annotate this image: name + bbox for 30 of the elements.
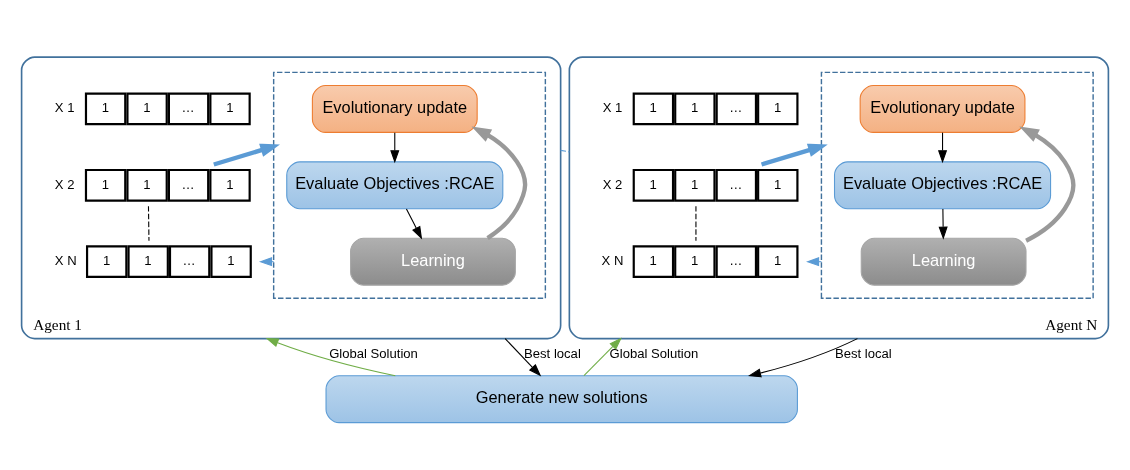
node-label: X N [54, 252, 77, 268]
node-label: X 2 [54, 176, 75, 192]
arrow [504, 337, 542, 377]
node-box: Evolutionary update [311, 84, 478, 133]
edge-label: Best local [524, 345, 581, 361]
arrow [1019, 125, 1076, 243]
edge-label: Global Solution [609, 345, 699, 361]
arrow [259, 256, 275, 266]
connector [560, 149, 570, 152]
node-box: Learning [350, 237, 516, 286]
arrow [748, 337, 858, 377]
node-label: X 1 [602, 99, 623, 115]
arrow [583, 336, 622, 376]
arrow [405, 208, 423, 240]
arrow [938, 208, 948, 240]
node-box: Evolutionary update [859, 84, 1026, 133]
arrow [471, 125, 528, 240]
node-box: Generate new solutions [325, 374, 798, 423]
node-box: Evaluate Objectives :RCAE [833, 160, 1052, 209]
node-box: Learning [860, 237, 1027, 286]
node-label: X 2 [602, 176, 623, 192]
arrow [213, 143, 280, 167]
connector [147, 205, 150, 241]
arrow [760, 143, 828, 167]
node-label: X 1 [54, 99, 75, 115]
edge-label: Best local [835, 345, 892, 361]
node-box: Evaluate Objectives :RCAE [286, 160, 504, 209]
node-label: X N [601, 252, 624, 268]
edge-label: Global Solution [329, 345, 418, 361]
arrow [265, 337, 396, 376]
